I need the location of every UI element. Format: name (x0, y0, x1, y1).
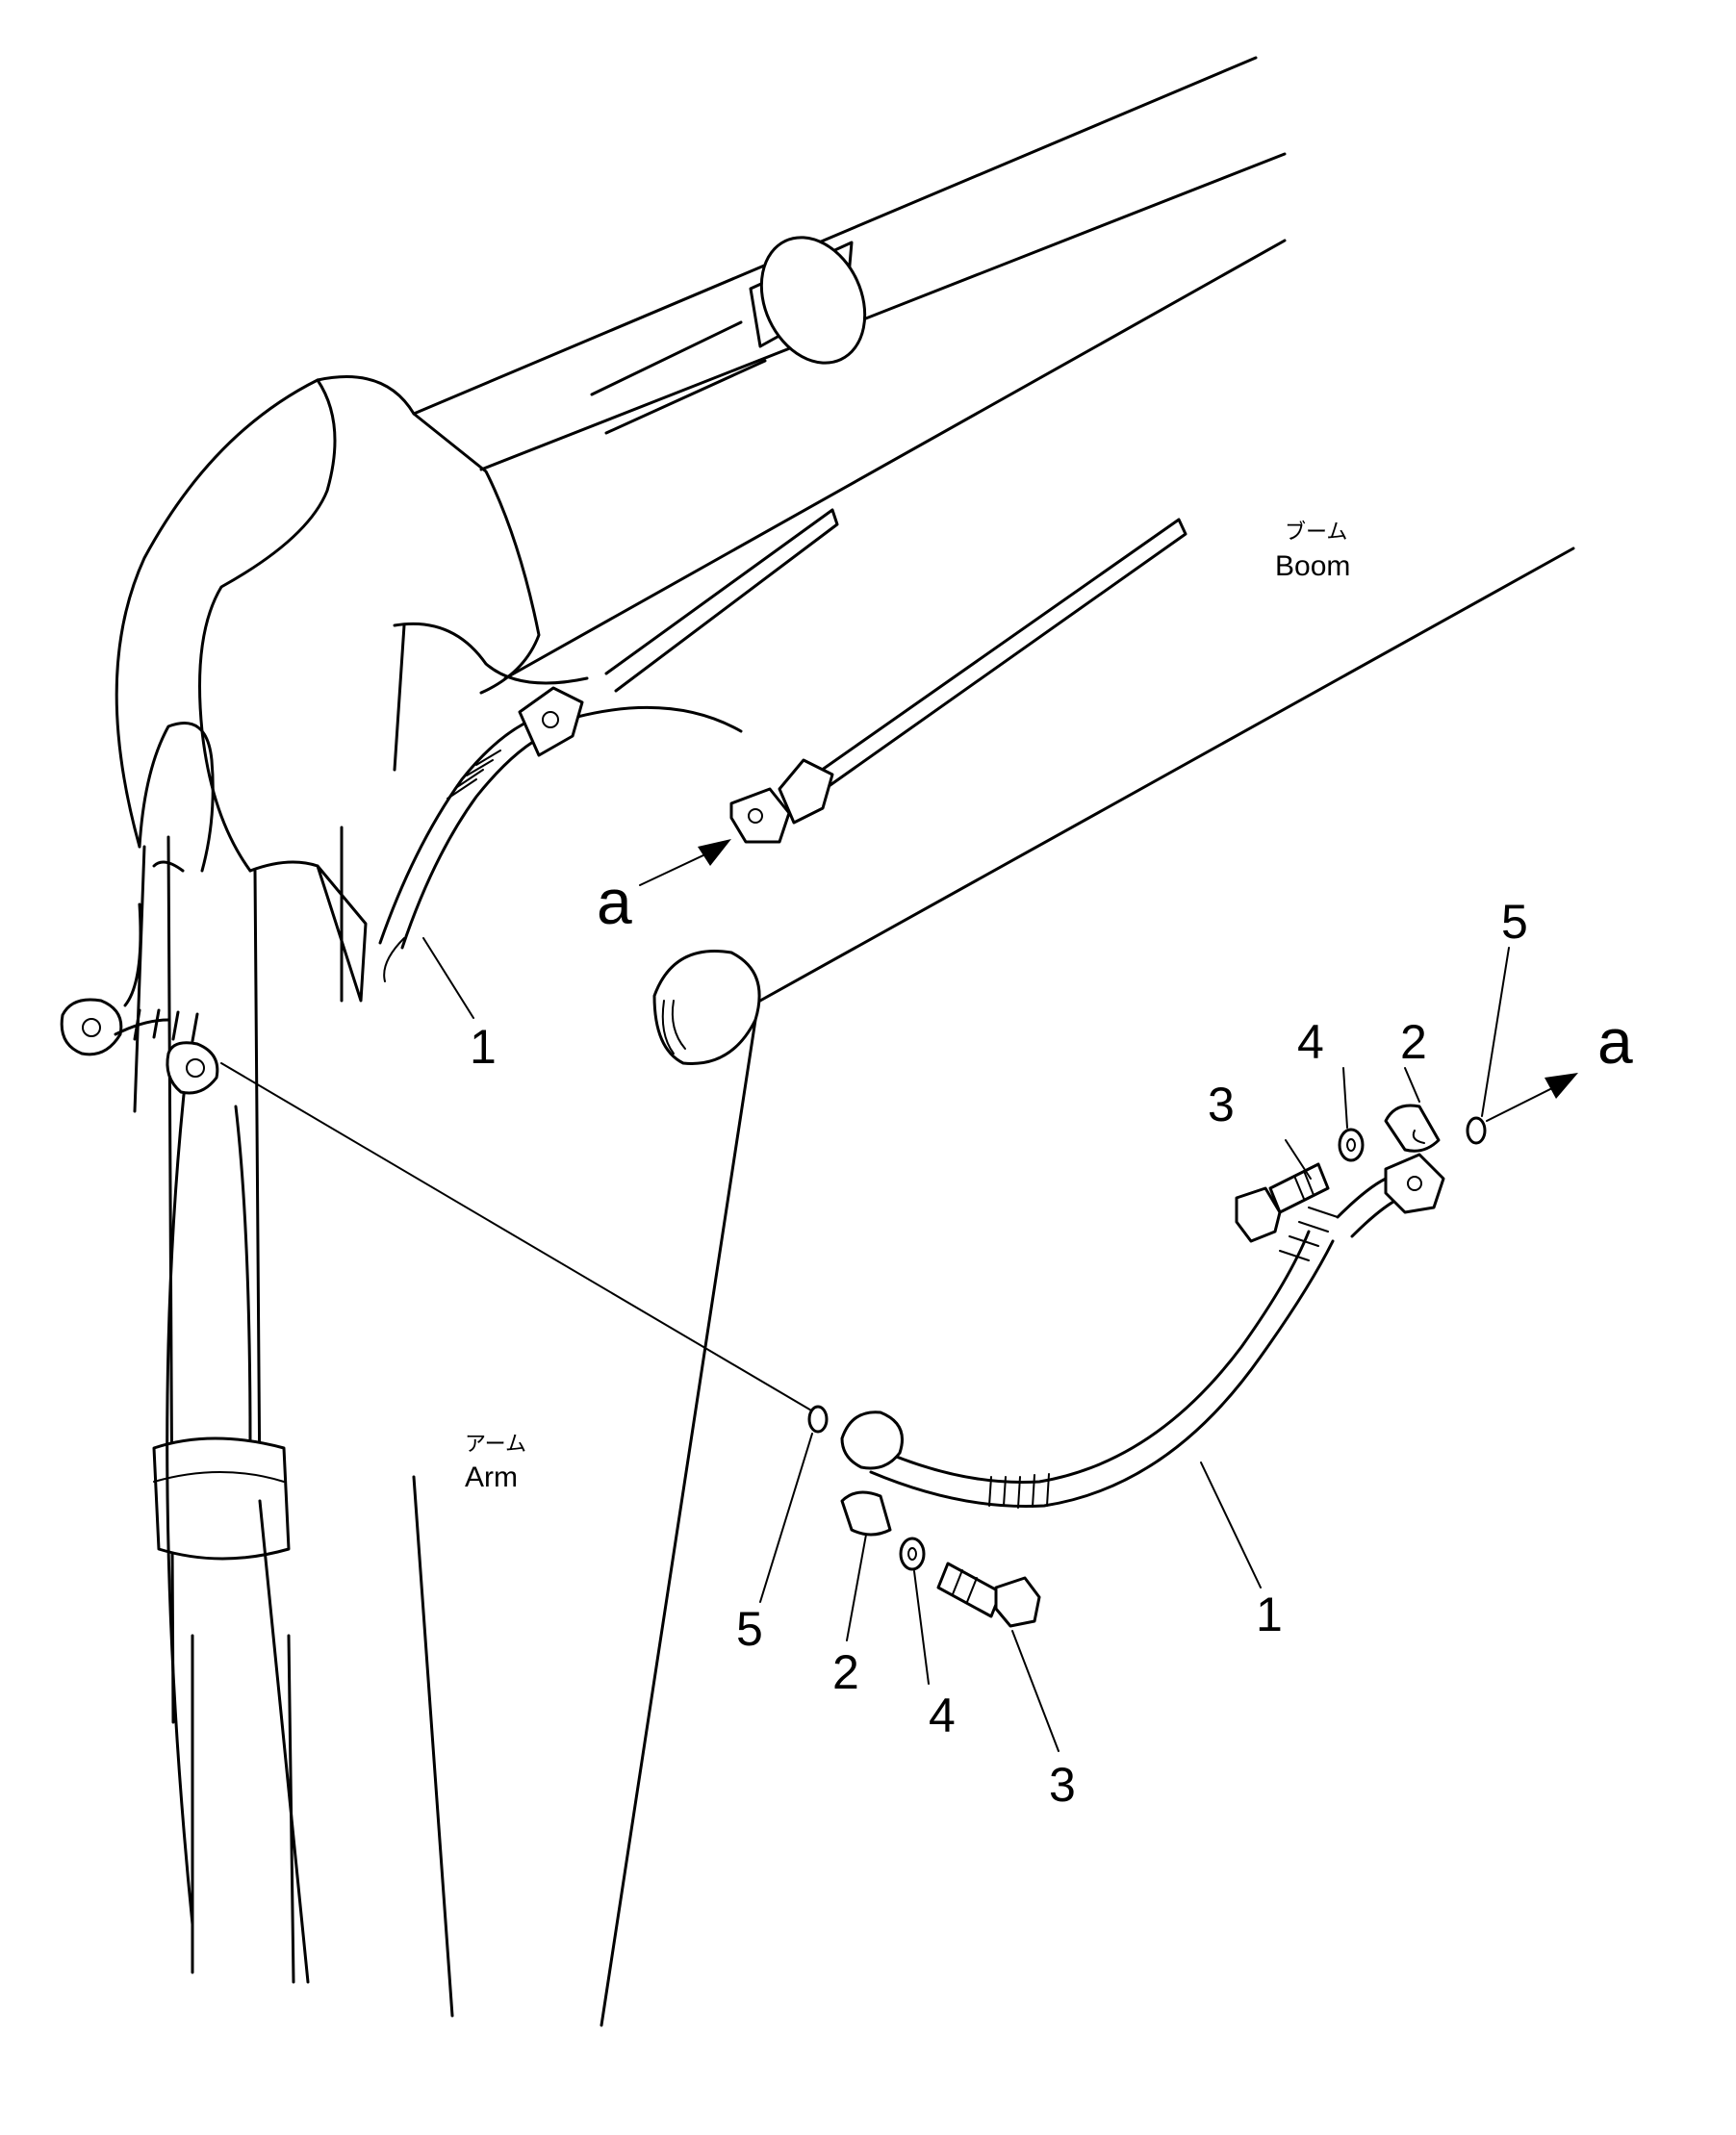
oring-lower (807, 1405, 829, 1434)
callout-washer-upper: 4 (1297, 1015, 1324, 1069)
lower-hardware (807, 1405, 1041, 1628)
callout-clamp-upper: 2 (1400, 1015, 1427, 1069)
callout-bolt-upper: 3 (1208, 1078, 1235, 1131)
bolt-head-lower (994, 1576, 1041, 1628)
view-arrows (639, 839, 1578, 1122)
callout-hose-installed: 1 (470, 1020, 497, 1074)
arm-pipes (604, 508, 1187, 844)
callout-oring-upper: 5 (1501, 895, 1528, 949)
hose-detail (220, 1062, 1445, 1509)
bolt-head-upper (1235, 1186, 1282, 1243)
arm-label: Arm (465, 1461, 518, 1493)
view-a-reference: a (597, 866, 632, 937)
callout-bolt-lower: 3 (1049, 1758, 1076, 1812)
washer-upper (1338, 1128, 1365, 1162)
clamp-upper (1384, 1104, 1441, 1153)
washer-lower (899, 1537, 926, 1571)
arm-label-jp: アーム (465, 1432, 526, 1456)
bolt-shank-lower (936, 1562, 1003, 1618)
boom-cylinder (590, 236, 867, 435)
view-a-target: a (1597, 1005, 1633, 1077)
arm-bracket (115, 375, 589, 1003)
boom-outline (412, 56, 1575, 1065)
boom-label-jp: ブーム (1285, 520, 1347, 544)
arm-fittings (60, 902, 219, 1095)
boom-label: Boom (1275, 550, 1350, 582)
callout-oring-lower: 5 (736, 1602, 763, 1656)
callout-clamp-lower: 2 (832, 1645, 859, 1699)
callout-washer-lower: 4 (929, 1689, 956, 1742)
leader-lines (422, 937, 1510, 1752)
oring-upper (1466, 1116, 1487, 1145)
clamp-lower (840, 1490, 892, 1537)
upper-hardware (1235, 1104, 1487, 1243)
callout-hose-detail: 1 (1256, 1588, 1283, 1641)
arm-outline (133, 835, 757, 2027)
installed-hose (378, 686, 584, 982)
